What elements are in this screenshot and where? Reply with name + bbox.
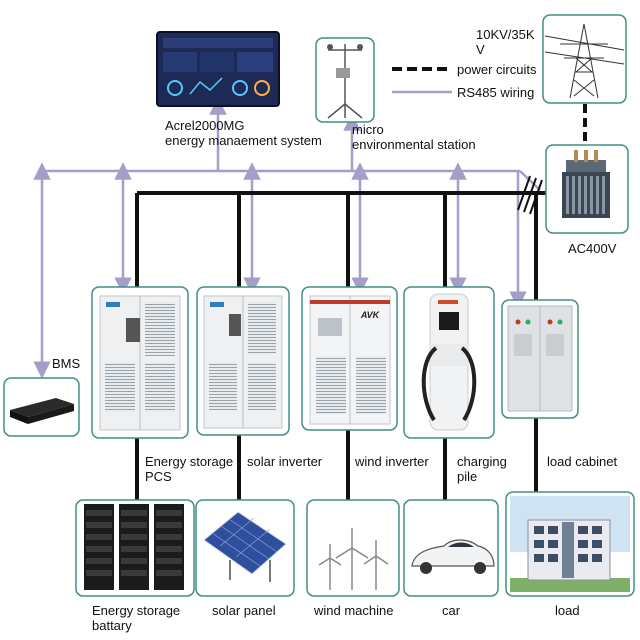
label-charging-pile: charging pile — [457, 454, 507, 484]
legend — [392, 67, 452, 94]
transformer-icon — [545, 144, 629, 234]
label-rs485-wiring: RS485 wiring — [457, 85, 535, 100]
label-power-circuits: power circuits — [457, 62, 537, 77]
wind-inverter-cabinet-icon: AVK — [301, 286, 398, 431]
load-cabinet-icon — [501, 299, 579, 419]
charging-pile-icon — [403, 286, 495, 439]
label-weather-station: micro environmental station — [352, 122, 476, 152]
power-bus — [135, 104, 587, 500]
label-solar-inverter: solar inverter — [247, 454, 323, 469]
label-bms: BMS — [52, 356, 81, 371]
label-battery: Energy storage battary — [92, 603, 181, 633]
label-car: car — [442, 603, 461, 618]
car-icon — [403, 499, 499, 597]
label-grid-voltage: 10KV/35K V — [476, 27, 535, 57]
label-load-cabinet: load cabinet — [547, 454, 618, 469]
label-wind-inverter: wind inverter — [355, 454, 429, 469]
device-logo: AVK — [360, 310, 381, 320]
solar-inverter-cabinet-icon — [196, 286, 290, 436]
label-pcs: Energy storage PCS — [145, 454, 234, 484]
ems-monitor-icon — [156, 31, 280, 107]
label-ems: Acrel2000MG energy manaement system — [165, 118, 322, 148]
bus-break-mark — [517, 175, 543, 215]
label-load: load — [555, 603, 580, 618]
pcs-cabinet-icon — [91, 286, 189, 439]
bms-device-icon — [3, 377, 80, 437]
solar-panel-icon — [195, 499, 295, 597]
weather-station-icon — [315, 37, 375, 123]
building-icon — [505, 491, 635, 597]
label-transformer: AC400V — [568, 241, 617, 256]
label-wind-machine: wind machine — [314, 603, 394, 618]
battery-racks-icon — [75, 499, 195, 597]
rs485-network — [33, 97, 541, 379]
wind-turbine-icon — [306, 499, 400, 597]
transmission-tower-icon — [542, 14, 627, 104]
label-solar-panel: solar panel — [212, 603, 276, 618]
